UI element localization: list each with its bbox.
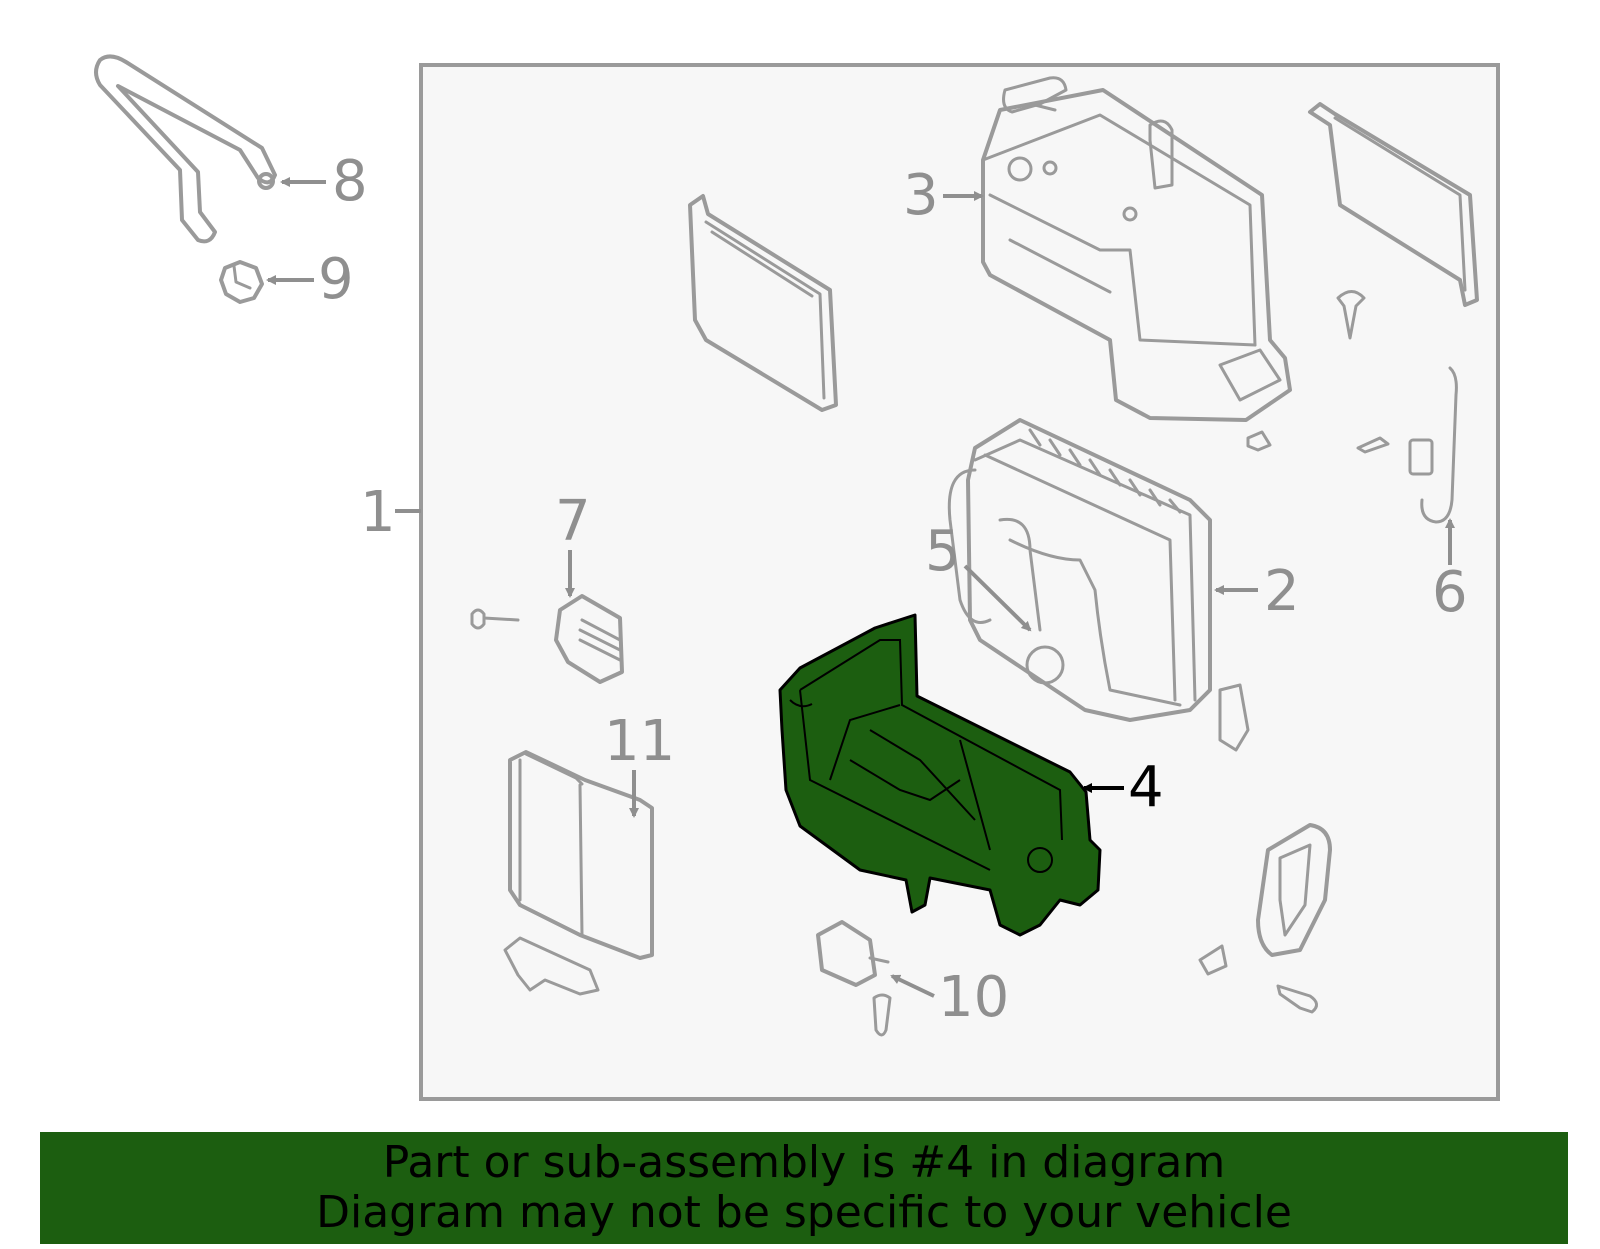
banner-line-2: Diagram may not be specific to your vehi…	[316, 1187, 1292, 1238]
callout-11: 11	[604, 709, 675, 774]
part-8-bracket	[94, 54, 277, 244]
filter-frame-right	[1308, 102, 1479, 307]
part-3-upper-case	[981, 76, 1292, 422]
part-7-resistor	[554, 594, 624, 684]
banner-line-1: Part or sub-assembly is #4 in diagram	[382, 1137, 1226, 1188]
callout-1: 1	[360, 480, 396, 545]
screw-top-right	[1336, 290, 1366, 340]
callout-2: 2	[1264, 559, 1300, 624]
duct-gasket	[1256, 823, 1332, 957]
bracket-bottom-left	[503, 936, 600, 996]
callout-10: 10	[938, 965, 1009, 1030]
leader-5	[963, 564, 1032, 632]
callout-6: 6	[1432, 560, 1468, 625]
assembly-frame	[419, 63, 1500, 1101]
clip-small-right	[1356, 436, 1390, 454]
small-bracket	[1198, 944, 1228, 976]
filter-frame-left	[688, 194, 838, 412]
leader-10	[890, 974, 935, 998]
screw-left	[470, 608, 520, 630]
callout-4[interactable]: 4	[1128, 755, 1164, 820]
part-2-evaporator	[947, 418, 1250, 752]
callout-numbers: 1 2 3 4 5 6 7 8 9 10 11	[318, 149, 1468, 1030]
callout-5: 5	[925, 519, 961, 584]
part-6-sensor	[1408, 366, 1458, 524]
info-banner: Part or sub-assembly is #4 in diagram Di…	[40, 1132, 1568, 1244]
part-11-filter	[508, 750, 654, 960]
part-4-lower-case	[778, 613, 1102, 937]
callout-9: 9	[318, 247, 354, 312]
callout-leaders	[266, 177, 1455, 998]
screw-bottom-right	[1276, 984, 1318, 1014]
callout-7: 7	[555, 489, 591, 554]
part-10-actuator	[816, 920, 890, 987]
screw-bottom	[872, 993, 892, 1037]
callout-8: 8	[332, 149, 368, 214]
part-9-clip	[219, 260, 264, 304]
callout-3: 3	[903, 163, 939, 228]
clip-small-center	[1246, 430, 1272, 452]
